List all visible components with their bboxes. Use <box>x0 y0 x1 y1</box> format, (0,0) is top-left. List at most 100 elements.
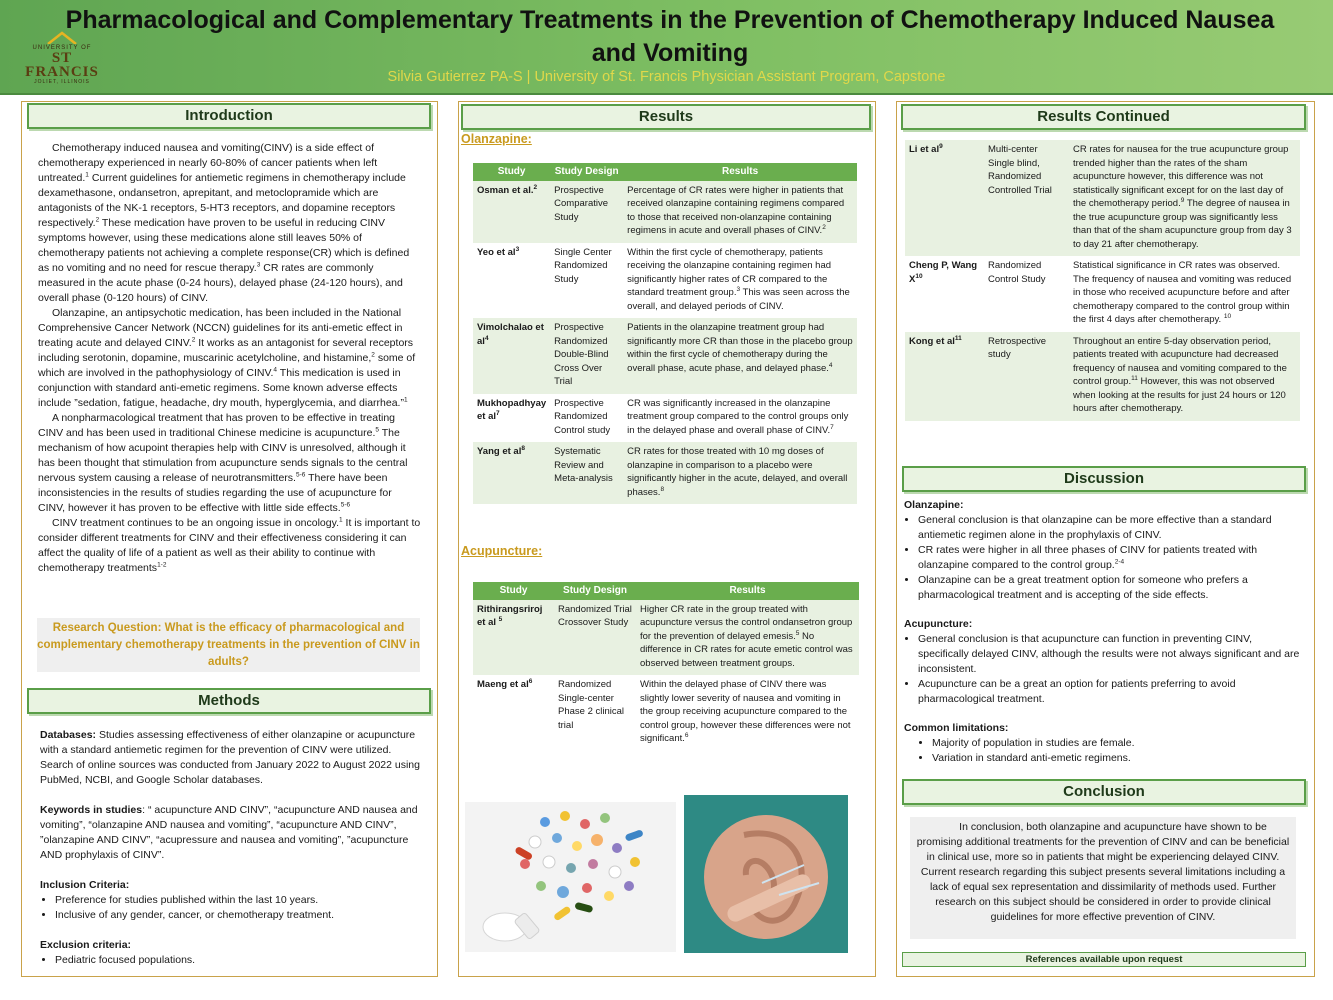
design-cell: Randomized Control Study <box>984 256 1069 332</box>
column-header: Study <box>473 582 554 600</box>
discussion-olanzapine-list: General conclusion is that olanzapine ca… <box>904 513 1304 603</box>
design-cell: Single Center Randomized Study <box>550 242 624 318</box>
pills-image <box>465 802 676 952</box>
discussion-heading: Discussion <box>902 466 1306 492</box>
introduction-text: Chemotherapy induced nausea and vomiting… <box>38 141 421 576</box>
design-cell: Prospective Randomized Control study <box>550 393 624 442</box>
logo-line2: ST FRANCIS <box>25 50 99 80</box>
column-header: Study Design <box>554 582 636 600</box>
logo-line3: JOLIET, ILLINOIS <box>34 79 90 85</box>
results-cell: Percentage of CR rates were higher in pa… <box>623 180 857 243</box>
results-cell: Patients in the olanzapine treatment gro… <box>623 318 857 394</box>
design-cell: Randomized Trial Crossover Study <box>554 599 636 675</box>
methods-heading: Methods <box>27 688 431 714</box>
study-cell: Maeng et al6 <box>473 675 554 751</box>
list-item: CR rates were higher in all three phases… <box>918 543 1304 573</box>
column-header: Study Design <box>550 163 624 181</box>
discussion-acupuncture-label: Acupuncture: <box>904 618 973 630</box>
discussion-olanzapine-label: Olanzapine: <box>904 499 964 511</box>
limitations-list: Majority of population in studies are fe… <box>904 736 1304 766</box>
intro-paragraph: A nonpharmacological treatment that has … <box>38 412 408 514</box>
research-question: Research Question: What is the efficacy … <box>37 618 420 672</box>
study-cell: Mukhopadhyay et al7 <box>473 393 551 442</box>
column-header: Results <box>636 582 859 600</box>
list-item: Majority of population in studies are fe… <box>932 736 1304 751</box>
list-item: Inclusive of any gender, cancer, or chem… <box>55 908 420 923</box>
study-cell: Yang et al8 <box>473 442 551 504</box>
design-cell: Multi-center Single blind, Randomized Co… <box>984 140 1069 256</box>
design-cell: Randomized Single-center Phase 2 clinica… <box>554 675 636 751</box>
keywords-text: : “ acupuncture AND CINV”, “acupuncture … <box>40 804 418 861</box>
results-cell: Throughout an entire 5-day observation p… <box>1069 331 1300 421</box>
university-logo: UNIVERSITY OF ST FRANCIS JOLIET, ILLINOI… <box>14 30 110 88</box>
databases-label: Databases: <box>40 729 97 741</box>
column-header: Study <box>473 163 551 181</box>
conclusion-heading: Conclusion <box>902 779 1306 805</box>
limitations-label: Common limitations: <box>904 722 1009 734</box>
results-cell: CR rates for those treated with 10 mg do… <box>623 442 857 504</box>
list-item: General conclusion is that acupuncture c… <box>918 632 1304 677</box>
poster-header: UNIVERSITY OF ST FRANCIS JOLIET, ILLINOI… <box>0 0 1333 95</box>
results-continued-heading: Results Continued <box>901 104 1306 130</box>
exclusion-list: Pediatric focused populations. <box>40 953 420 968</box>
results-heading: Results <box>461 104 871 130</box>
design-cell: Prospective Comparative Study <box>550 180 624 243</box>
ear-acupuncture-image <box>684 795 848 953</box>
design-cell: Systematic Review and Meta-analysis <box>550 442 624 504</box>
pills-illustration <box>465 802 676 952</box>
acupuncture-table: Study Study Design Results Rithirangsrir… <box>473 582 859 751</box>
study-cell: Cheng P, Wang X10 <box>905 256 984 332</box>
logo-arch-icon <box>47 31 77 44</box>
study-cell: Vimolchalao et al4 <box>473 318 551 394</box>
acupuncture-label: Acupuncture: <box>461 544 543 558</box>
poster-title: Pharmacological and Complementary Treatm… <box>65 6 1275 67</box>
column-header: Results <box>623 163 857 181</box>
inclusion-list: Preference for studies published within … <box>40 893 420 923</box>
results-cell: CR rates for nausea for the true acupunc… <box>1069 140 1300 256</box>
intro-paragraph: Olanzapine, an antipsychotic medication,… <box>38 307 416 409</box>
ear-acupuncture-illustration <box>684 795 848 953</box>
study-cell: Yeo et al3 <box>473 242 551 318</box>
study-cell: Li et al9 <box>905 140 984 256</box>
references-note: References available upon request <box>902 952 1306 967</box>
exclusion-label: Exclusion criteria: <box>40 939 132 951</box>
study-cell: Kong et al11 <box>905 331 984 421</box>
results-cell: Within the delayed phase of CINV there w… <box>636 675 859 751</box>
list-item: Pediatric focused populations. <box>55 953 420 968</box>
results-cell: Statistical significance in CR rates was… <box>1069 256 1300 332</box>
discussion-acupuncture-list: General conclusion is that acupuncture c… <box>904 632 1304 707</box>
keywords-label: Keywords in studies <box>40 804 143 816</box>
list-item: Variation in standard anti-emetic regime… <box>932 751 1304 766</box>
olanzapine-label: Olanzapine: <box>461 132 532 146</box>
list-item: Acupuncture can be a great an option for… <box>918 677 1304 707</box>
intro-paragraph: Chemotherapy induced nausea and vomiting… <box>38 142 410 304</box>
results-cell: Higher CR rate in the group treated with… <box>636 599 859 675</box>
conclusion-text: In conclusion, both olanzapine and acupu… <box>910 817 1296 939</box>
list-item: General conclusion is that olanzapine ca… <box>918 513 1304 543</box>
discussion-text: Olanzapine: General conclusion is that o… <box>904 498 1304 780</box>
databases-text: Studies assessing effectiveness of eithe… <box>40 729 420 786</box>
introduction-heading: Introduction <box>27 103 431 129</box>
list-item: Preference for studies published within … <box>55 893 420 908</box>
logo-line1: UNIVERSITY OF <box>32 45 92 51</box>
design-cell: Prospective Randomized Double-Blind Cros… <box>550 318 624 394</box>
study-cell: Osman et al.2 <box>473 180 551 243</box>
results-cell: CR was significantly increased in the ol… <box>623 393 857 442</box>
design-cell: Retrospective study <box>984 331 1069 421</box>
poster-subtitle: Silvia Gutierrez PA-S | University of St… <box>387 69 946 85</box>
list-item: Olanzapine can be a great treatment opti… <box>918 573 1304 603</box>
olanzapine-table: Study Study Design Results Osman et al.2… <box>473 163 857 504</box>
intro-paragraph: CINV treatment continues to be an ongoin… <box>38 516 421 574</box>
column-left <box>21 101 438 977</box>
